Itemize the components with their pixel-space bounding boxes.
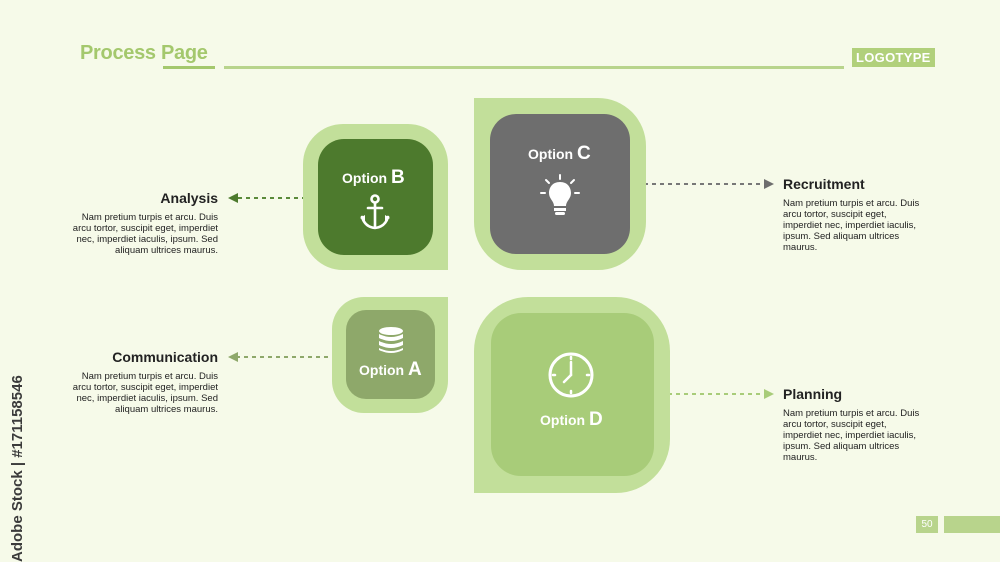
title-underline — [163, 66, 215, 69]
lightbulb-icon — [540, 174, 580, 215]
database-icon — [379, 327, 403, 353]
option-b-label: Option B — [342, 167, 405, 188]
planning-text: Nam pretium turpis et arcu. Duis arcu to… — [783, 408, 920, 463]
anchor-icon — [360, 194, 390, 230]
arrow-analysis — [228, 193, 238, 203]
clock-icon — [548, 352, 594, 398]
analysis-title: Analysis — [160, 190, 218, 206]
recruitment-title: Recruitment — [783, 176, 865, 192]
option-a-box[interactable] — [346, 310, 435, 399]
analysis-text: Nam pretium turpis et arcu. Duis arcu to… — [72, 212, 218, 256]
option-a-label: Option A — [359, 359, 422, 380]
page-title: Process Page — [80, 42, 208, 64]
footer-bar — [944, 516, 1000, 533]
communication-title: Communication — [112, 349, 218, 365]
recruitment-text: Nam pretium turpis et arcu. Duis arcu to… — [783, 198, 920, 253]
option-d-label: Option D — [540, 409, 603, 430]
communication-text: Nam pretium turpis et arcu. Duis arcu to… — [72, 371, 218, 415]
arrow-planning — [764, 389, 774, 399]
arrow-communication — [228, 352, 238, 362]
logotype: LOGOTYPE — [852, 48, 935, 67]
title-rule — [224, 66, 844, 69]
option-b-box[interactable] — [318, 139, 433, 255]
page-number: 50 — [916, 516, 938, 533]
planning-title: Planning — [783, 386, 843, 402]
option-c-label: Option C — [528, 143, 591, 164]
arrow-recruitment — [764, 179, 774, 189]
